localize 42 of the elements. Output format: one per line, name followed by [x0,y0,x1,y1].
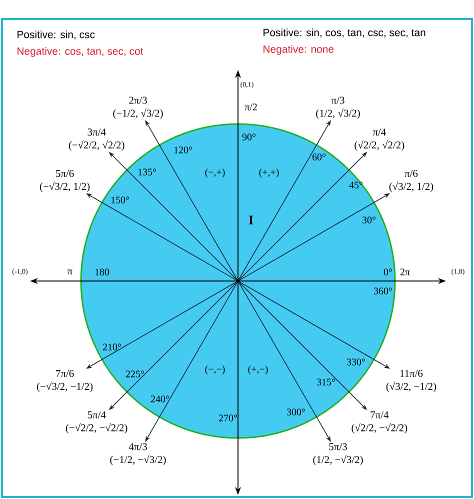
angle-label: 315° [317,378,335,386]
sign-note: Positive: sin, cos, tan, csc, sec, tan [264,28,426,38]
angle-coordinate-label: 5π/6 (−√3/2, 1/2) [40,170,90,192]
angle-label: 330° [347,358,365,366]
angle-label: π/2 [244,104,257,110]
sign-note: Negative: cos, tan, sec, cot [18,47,144,57]
angle-coordinate-label: π/6 (√3/2, 1/2) [389,170,434,192]
angle-coordinate-label: 7π/6 (−√3/2, −1/2) [37,370,93,392]
angle-coordinate-label: π/3 (1/2, √3/2) [316,96,360,119]
sign-note: Positive: sin, csc [18,30,95,40]
angle-coordinate-label: 11π/6 (√3/2, −1/2) [386,370,436,392]
angle-label: 240° [150,396,169,402]
center-point [236,279,240,283]
quadrant-sign: (−,−) [205,365,225,375]
angle-label: 2π [400,268,410,276]
angle-label: 270° [218,414,237,422]
angle-label: 30° [362,216,376,224]
angle-label: 150° [111,196,129,204]
angle-coordinate-label: 5π/4 (−√2/2, −√2/2) [66,411,128,434]
angle-coordinate-label: 2π/3 (−1/2, √3/2) [113,96,163,119]
angle-coordinate-label: 3π/4 (−√2/2, √2/2) [68,128,124,151]
angle-coordinate-label: 7π/4 (√2/2, −√2/2) [352,411,408,434]
quadrant-sign: (+,−) [248,365,268,375]
angle-label: 135° [138,168,156,176]
angle-label: 120° [174,146,192,154]
angle-label: π [68,270,72,274]
sign-note: Negative: none [264,45,334,55]
angle-coordinate-label: π/4 (√2/2, √2/2) [354,128,404,151]
quadrant-sign: (+,+) [259,168,279,178]
angle-label: 300° [287,408,305,416]
angle-coordinate-label: 4π/3 (−1/2, −√3/2) [110,443,166,466]
angle-label: 90° [242,134,256,140]
angle-label: 360° [374,288,392,294]
angle-coordinate-label: 5π/3 (1/2, −√3/2) [313,443,363,466]
angle-label: 225° [126,370,144,378]
angle-label: 60° [312,154,326,160]
quadrant-sign: (−,+) [205,168,225,178]
angle-label: 45° [349,182,362,188]
angle-label: 210° [102,344,121,350]
angle-label: 0° [384,268,392,276]
angle-label: 180 [95,268,110,276]
quadrant-numeral: I [248,216,254,224]
